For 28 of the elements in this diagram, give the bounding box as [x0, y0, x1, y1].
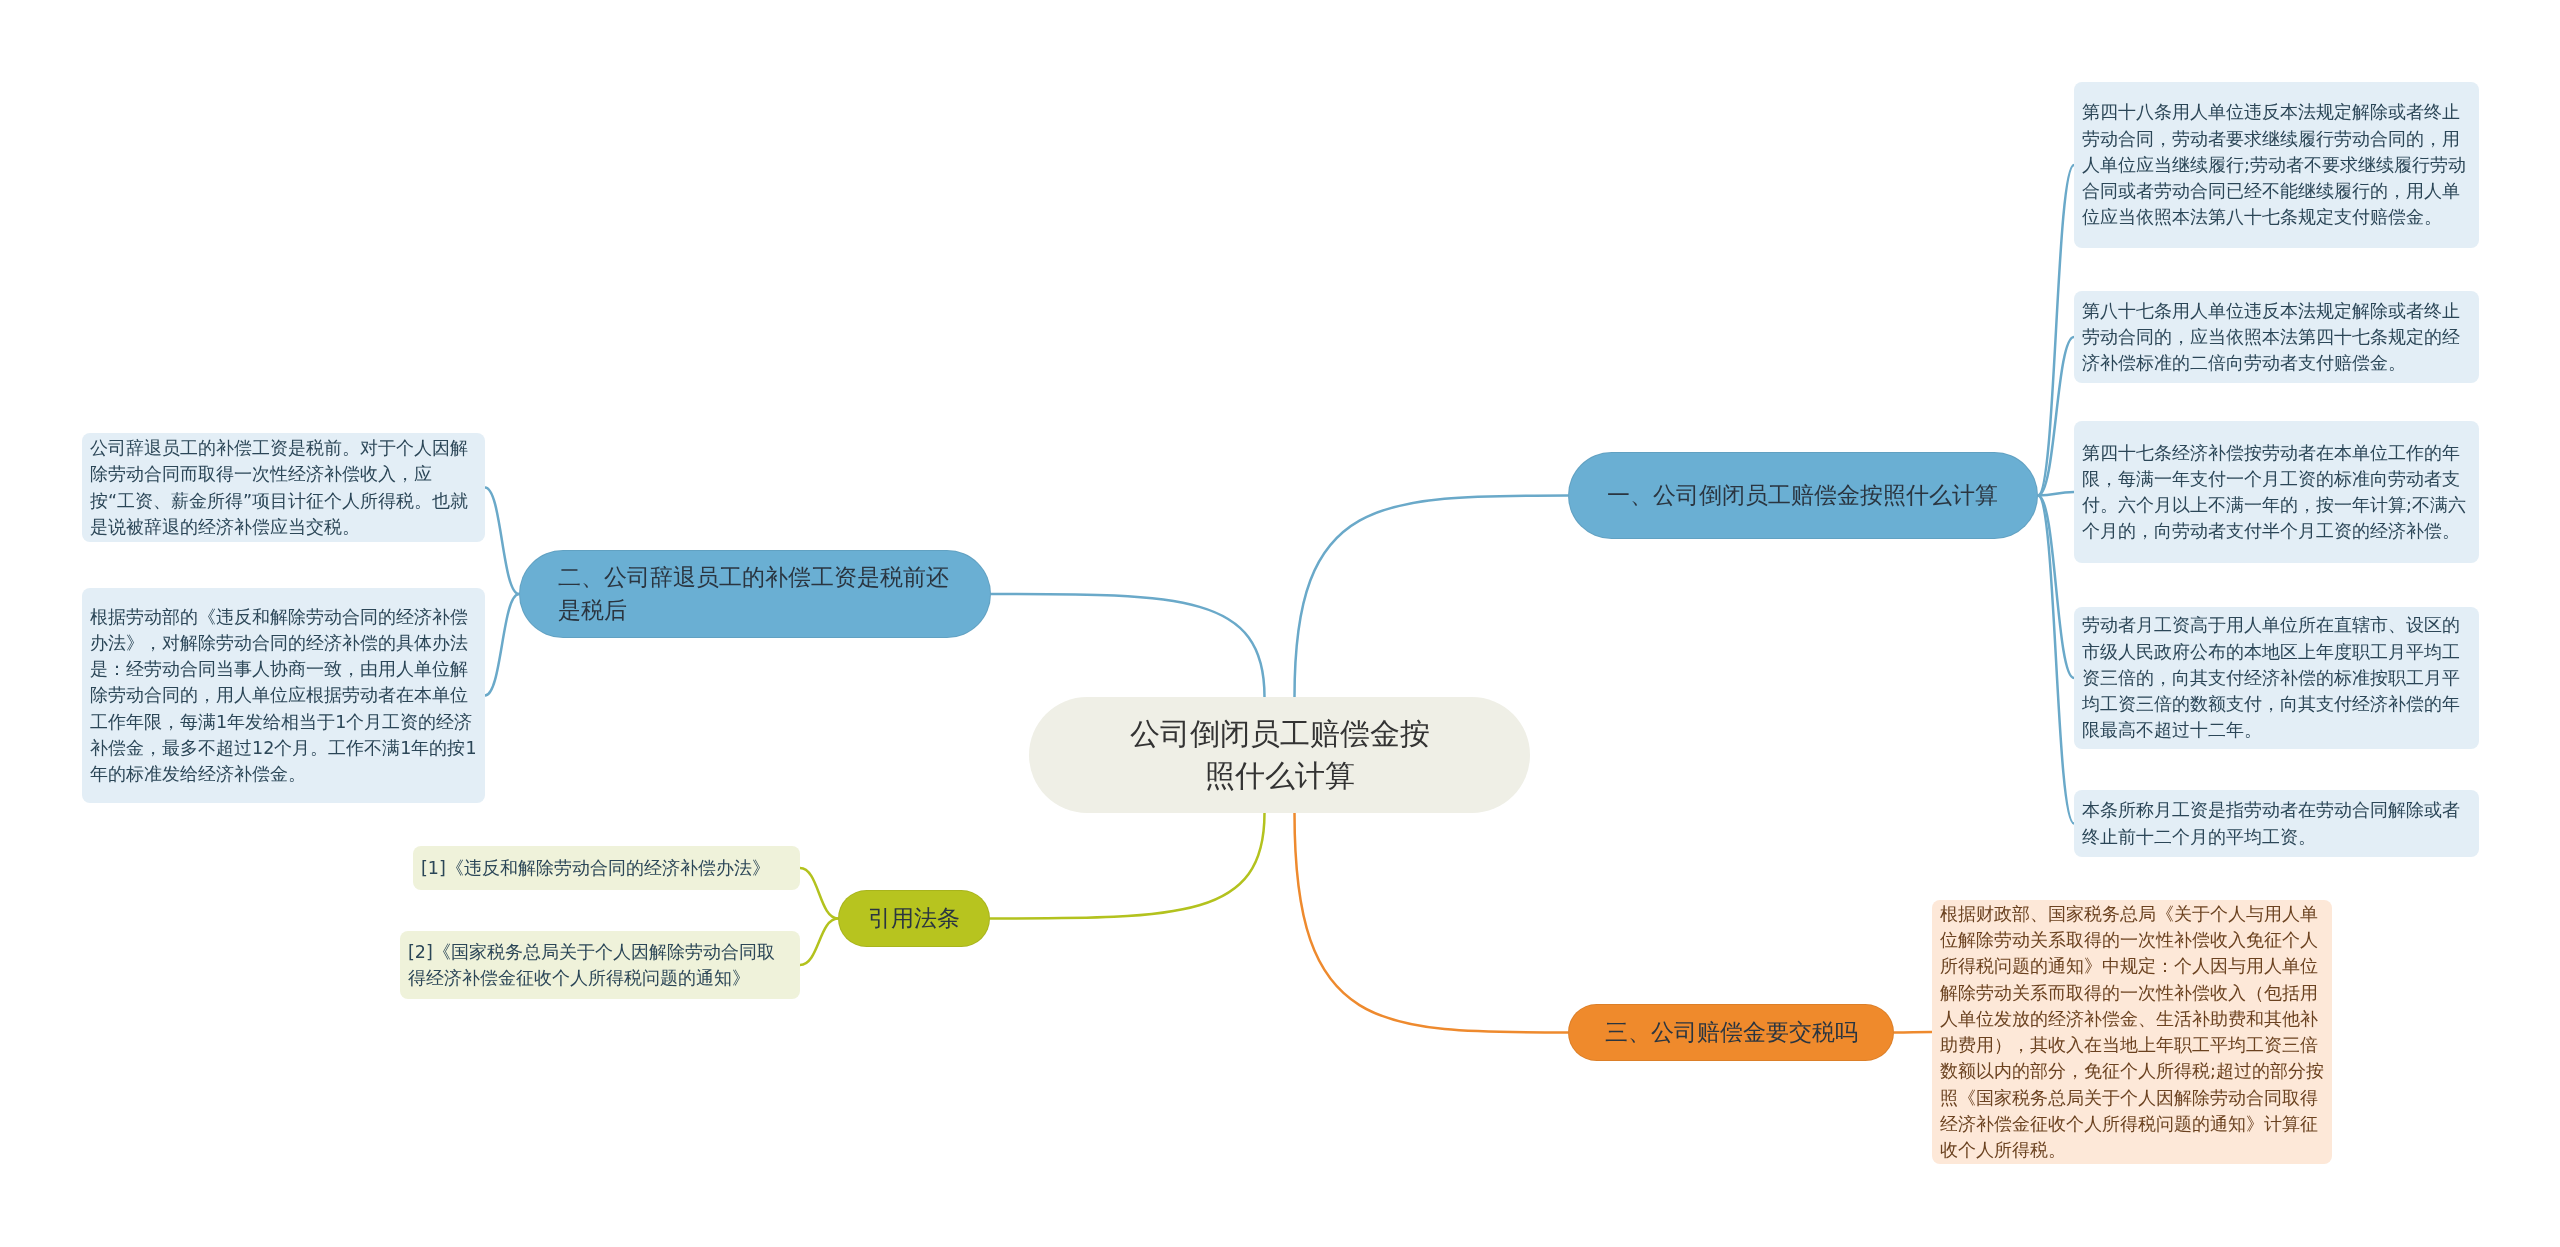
note-box: 根据劳动部的《违反和解除劳动合同的经济补偿办法》，对解除劳动合同的经济补偿的具体办法是：经劳动合同当事人协商一致，由用人单位解除劳动合同的，用人单位应根据劳动者在本单位工作年限，每满1年发给相当于1个月工资的经济补偿金，最多不超过12个月。工作不满1年的按1年的标准发给经济补偿金。 [82, 588, 485, 803]
connector-line [1293, 812, 1568, 1034]
note-box: 本条所称月工资是指劳动者在劳动合同解除或者终止前十二个月的平均工资。 [2074, 790, 2479, 857]
connector-line [484, 486, 520, 596]
topic-pill: 三、公司赔偿金要交税吗 [1568, 1004, 1894, 1061]
note-box: 根据财政部、国家税务总局《关于个人与用人单位解除劳动关系取得的一次性补偿收入免征个人所得税问题的通知》中规定：个人因与用人单位解除劳动关系而取得的一次性补偿收入（包括用人单位发放的经济补偿金、生活补助费和其他补助费用），其收入在当地上年职工平均工资三倍数额以内的部分，免征个人所得税;超过的部分按照《国家税务总局关于个人因解除劳动合同取得经济补偿金征收个人所得税问题的通知》计算征收个人所得税。 [1932, 900, 2332, 1164]
note-box: 第八十七条用人单位违反本法规定解除或者终止劳动合同的，应当依照本法第四十七条规定的经济补偿标准的二倍向劳动者支付赔偿金。 [2074, 291, 2479, 383]
connector-line [2037, 494, 2075, 679]
topic-pill: 引用法条 [838, 890, 990, 947]
note-box: [1]《违反和解除劳动合同的经济补偿办法》 [413, 846, 800, 890]
connector-line [991, 592, 1266, 698]
note-box: [2]《国家税务总局关于个人因解除劳动合同取得经济补偿金征收个人所得税问题的通知》 [400, 931, 800, 999]
note-box: 公司辞退员工的补偿工资是税前。对于个人因解除劳动合同而取得一次性经济补偿收入，应按“工资、薪金所得”项目计征个人所得税。也就是说被辞退的经济补偿应当交税。 [82, 433, 485, 542]
topic-pill: 一、公司倒闭员工赔偿金按照什么计算 [1568, 452, 2038, 539]
connector-line [1293, 494, 1568, 698]
connector-line [2036, 494, 2076, 825]
connector-line [990, 812, 1266, 920]
central-topic: 公司倒闭员工赔偿金按照什么计算 [1029, 697, 1530, 813]
connector-line [2036, 164, 2076, 497]
connector-line [2037, 490, 2075, 497]
connector-line [1894, 1030, 1932, 1034]
note-box: 第四十七条经济补偿按劳动者在本单位工作的年限，每满一年支付一个月工资的标准向劳动者支付。六个月以上不满一年的，按一年计算;不满六个月的，向劳动者支付半个月工资的经济补偿。 [2074, 421, 2479, 563]
note-box: 第四十八条用人单位违反本法规定解除或者终止劳动合同，劳动者要求继续履行劳动合同的，用人单位应当继续履行;劳动者不要求继续履行劳动合同或者劳动合同已经不能继续履行的，用人单位应当依照本法第八十七条规定支付赔偿金。 [2074, 82, 2479, 248]
connector-line [799, 917, 839, 967]
note-box: 劳动者月工资高于用人单位所在直辖市、设区的市级人民政府公布的本地区上年度职工月平均工资三倍的，向其支付经济补偿的标准按职工月平均工资三倍的数额支付，向其支付经济补偿的年限最高不超过十二年。 [2074, 607, 2479, 749]
connector-line [799, 866, 839, 920]
topic-pill: 二、公司辞退员工的补偿工资是税前还是税后 [519, 550, 991, 638]
connector-line [484, 592, 520, 697]
